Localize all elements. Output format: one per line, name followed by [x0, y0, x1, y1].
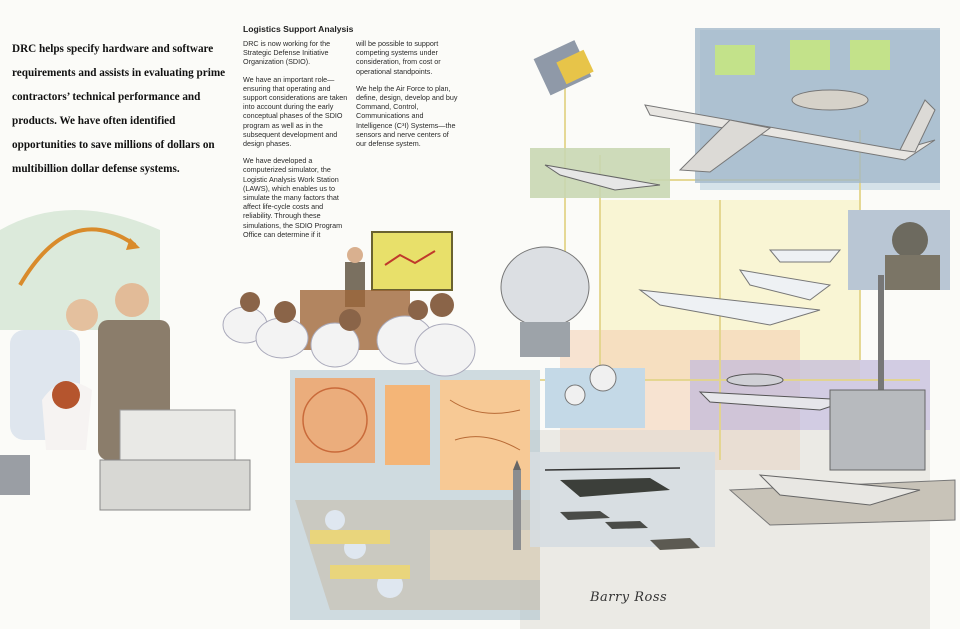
col1-paragraph-1: DRC is now working for the Strategic Def… — [243, 39, 331, 67]
intro-paragraph: DRC helps specify hardware and software … — [12, 43, 226, 175]
satellite-illustration — [533, 40, 594, 96]
officers-at-terminal — [0, 283, 251, 511]
hawkeye-aircraft — [698, 373, 851, 411]
body-column-1: DRC is now working for the Strategic Def… — [243, 39, 351, 247]
briefing-room — [222, 231, 476, 377]
col1-paragraph-3: We have developed a computerized simulat… — [243, 156, 343, 239]
missile-launch — [430, 460, 540, 580]
col1-paragraph-2: We have an important role—ensuring that … — [243, 74, 348, 149]
fighter-jets — [638, 249, 842, 326]
aircraft-carrier — [728, 275, 956, 526]
section-title: Logistics Support Analysis — [243, 24, 354, 34]
helicopters-panel — [530, 452, 715, 550]
radar-display-walls — [295, 378, 530, 490]
awacs-aircraft — [644, 89, 936, 173]
pilot-portrait — [848, 210, 950, 290]
console-operators — [295, 500, 540, 610]
fighter-jet-panel — [530, 148, 670, 198]
col2-paragraph-1: will be possible to support competing sy… — [356, 39, 441, 76]
satellite-dish — [500, 246, 590, 357]
radar-domes-panel — [545, 364, 645, 428]
artist-signature: Barry Ross — [590, 590, 668, 605]
col2-paragraph-2: We help the Air Force to plan, define, d… — [356, 83, 458, 149]
body-column-2: will be possible to support competing sy… — [356, 39, 460, 156]
